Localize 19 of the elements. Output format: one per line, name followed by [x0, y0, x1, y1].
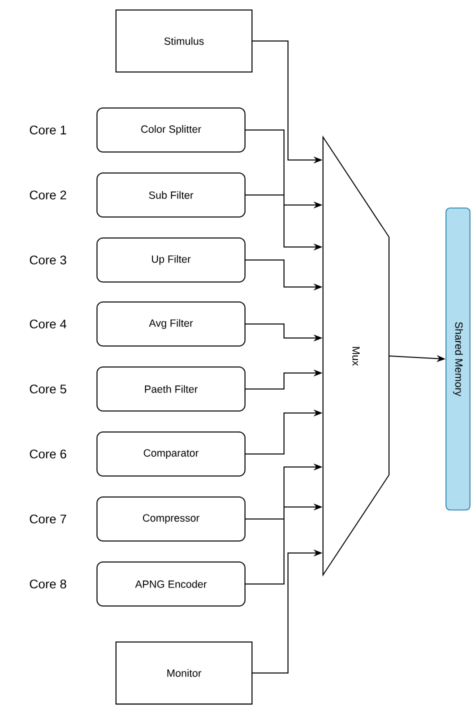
- process-box: Color Splitter: [96, 108, 246, 152]
- process-box: Up Filter: [96, 238, 246, 282]
- process-box: Compressor: [96, 496, 246, 542]
- core-label: Core 7: [30, 514, 66, 524]
- core-label: Core 1: [30, 126, 66, 134]
- process-box: Paeth Filter: [96, 366, 246, 412]
- core-label: Core 2: [30, 190, 66, 200]
- core-label: Core 6: [30, 450, 66, 458]
- core-label: Core 3: [30, 256, 66, 264]
- core-label: Core 4: [30, 320, 66, 328]
- process-box: Stimulus: [116, 10, 252, 72]
- process-box: Monitor: [116, 642, 252, 704]
- core-label: Core 5: [30, 384, 66, 394]
- process-box: Sub Filter: [96, 172, 246, 218]
- process-box: Comparator: [96, 432, 246, 476]
- core-label: Core 8: [30, 580, 66, 588]
- process-box: APNG Encoder: [96, 562, 246, 606]
- process-box: Avg Filter: [96, 302, 246, 346]
- memory-box: Shared Memory: [446, 208, 470, 510]
